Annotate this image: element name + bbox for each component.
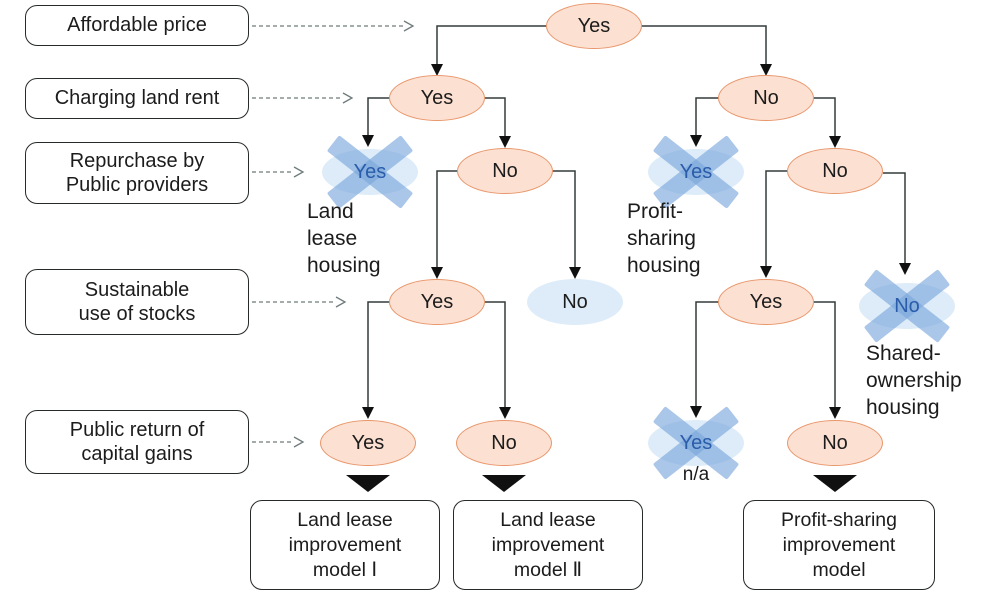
node-stocks-left-yes: Yes [389, 279, 485, 325]
node-label: No [492, 159, 518, 182]
node-label: Yes [353, 160, 387, 183]
criterion-charging-land-rent: Charging land rent [25, 78, 249, 119]
node-label: Yes [577, 14, 611, 37]
node-label: Yes [679, 160, 713, 183]
elbow-connectors [367, 25, 906, 407]
node-repurchase-left-no: No [457, 148, 553, 194]
connector-arrowhead-icons [362, 64, 911, 419]
node-affordable-yes: Yes [546, 3, 642, 49]
node-return-left-no: No [456, 420, 552, 466]
terminal-profit-sharing-model: Profit-sharing improvement model [743, 500, 935, 590]
annotation-land-lease-housing: Land lease housing [307, 200, 381, 277]
node-label: No [491, 431, 517, 454]
node-label: Yes [420, 86, 454, 109]
node-label: No [894, 294, 920, 317]
node-repurchase-right-yes-crossed: Yes [648, 135, 744, 209]
criterion-public-return-capital-gains: Public return of capital gains [25, 410, 249, 474]
criterion-repurchase-public-providers: Repurchase by Public providers [25, 142, 249, 204]
result-triangle-icons [346, 475, 857, 492]
node-label: No [753, 86, 779, 109]
node-stocks-left-no: No [527, 279, 623, 325]
node-return-right-yes-crossed: Yes [648, 406, 744, 480]
node-repurchase-left-yes-crossed: Yes [322, 135, 418, 209]
terminal-land-lease-model-1: Land lease improvement model Ⅰ [250, 500, 440, 590]
node-stocks-right-no-crossed: No [859, 269, 955, 343]
node-rent-yes: Yes [389, 75, 485, 121]
node-rent-no: No [718, 75, 814, 121]
node-label: Yes [351, 431, 385, 454]
criterion-affordable-price: Affordable price [25, 5, 249, 46]
node-repurchase-right-no: No [787, 148, 883, 194]
criterion-sustainable-use-of-stocks: Sustainable use of stocks [25, 269, 249, 335]
node-label: Yes [679, 431, 713, 454]
node-return-left-yes: Yes [320, 420, 416, 466]
node-label: Yes [420, 290, 454, 313]
node-return-right-no: No [787, 420, 883, 466]
node-label: Yes [749, 290, 783, 313]
node-stocks-right-yes: Yes [718, 279, 814, 325]
node-label: No [822, 431, 848, 454]
terminal-land-lease-model-2: Land lease improvement model Ⅱ [453, 500, 643, 590]
annotation-profit-sharing-housing: Profit- sharing housing [627, 200, 701, 277]
dashed-arrowhead-icons [293, 20, 415, 448]
criteria-dashed-arrows [252, 25, 404, 443]
annotation-shared-ownership-housing: Shared- ownership housing [866, 342, 962, 419]
annotation-not-applicable: n/a [682, 464, 710, 485]
node-label: No [562, 290, 588, 313]
node-label: No [822, 159, 848, 182]
